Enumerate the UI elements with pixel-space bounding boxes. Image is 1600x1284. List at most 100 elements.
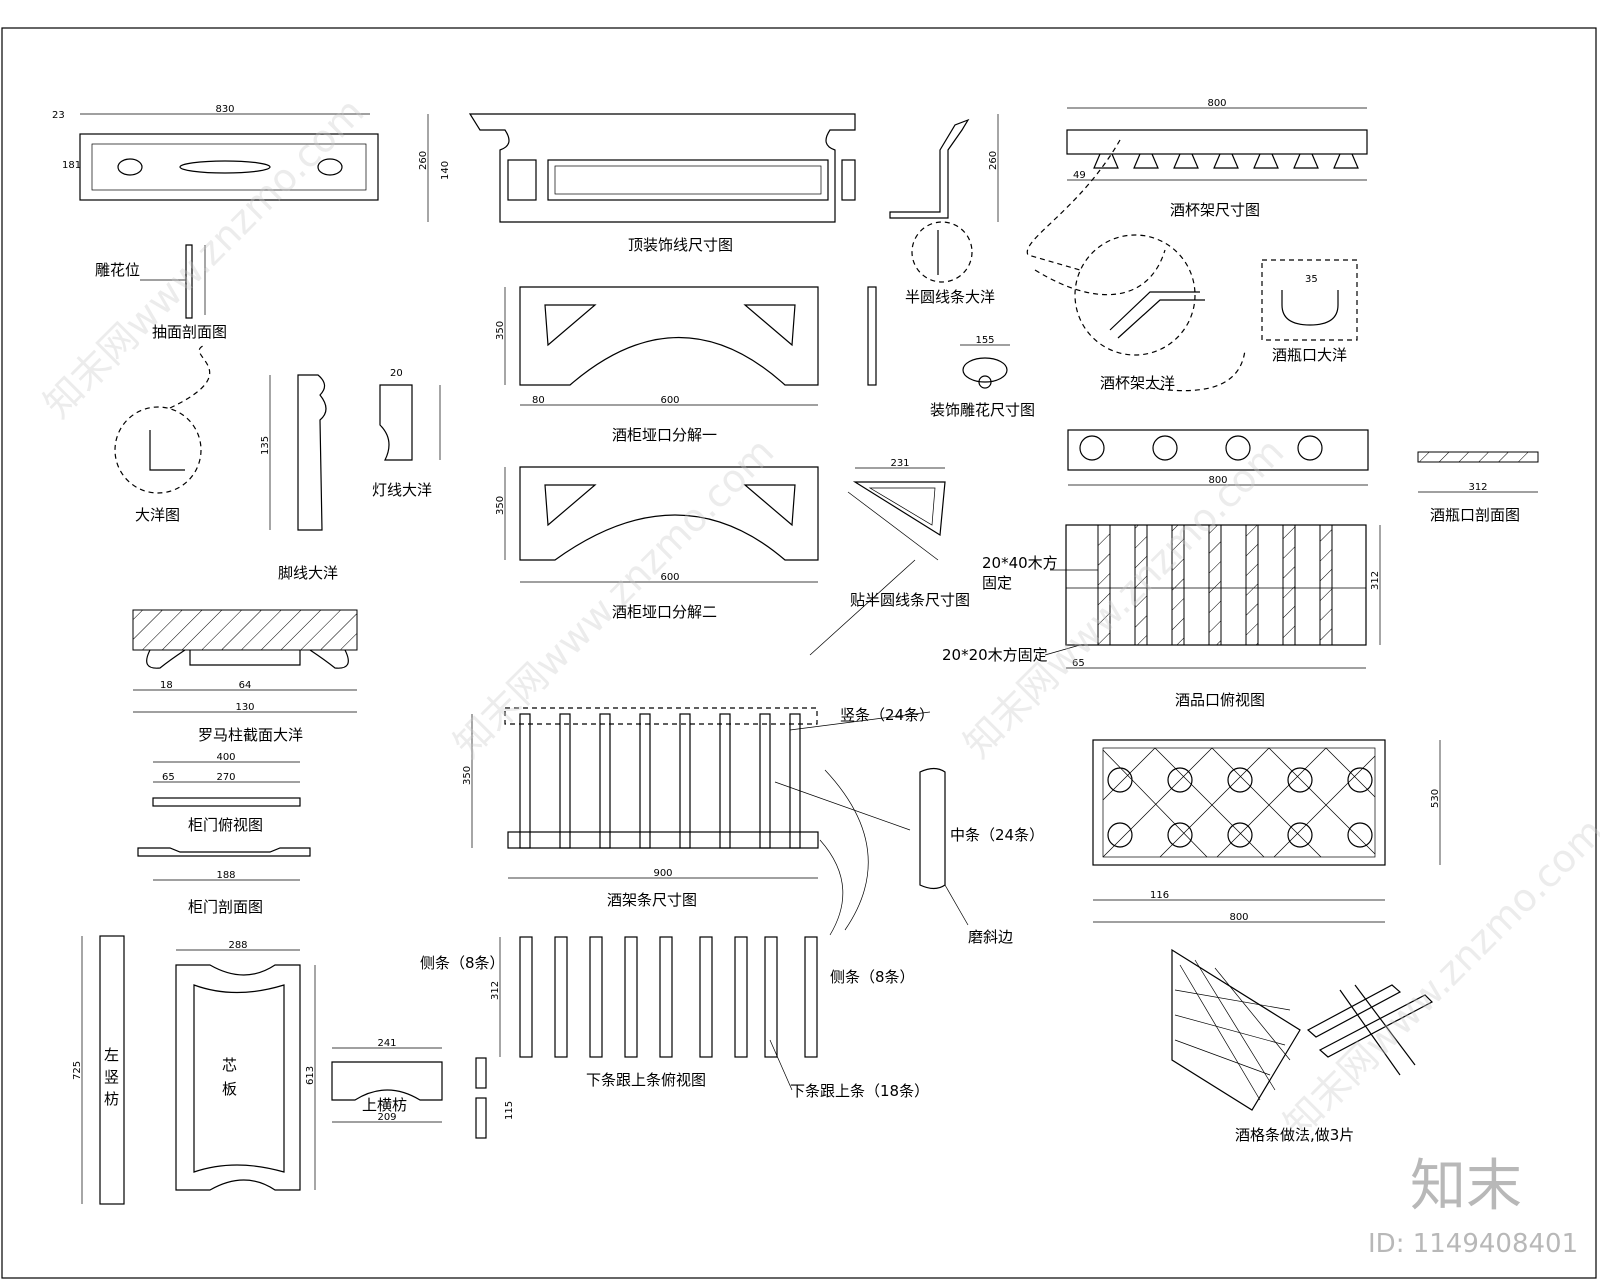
- door-section-drawing: 188 柜门剖面图: [137, 847, 311, 916]
- carving-position-label: 雕花位: [95, 261, 140, 279]
- dim-270: 270: [216, 772, 235, 783]
- watermark-2: 知末网www.znzmo.com: [445, 429, 782, 766]
- left-stile-char2: 竖: [104, 1068, 119, 1086]
- roman-column-drawing: 64 18 130 罗马柱截面大洋: [132, 609, 358, 744]
- dim-600a: 600: [660, 395, 679, 406]
- paste-half-round-drawing: 231 贴半圆线条尺寸图: [809, 458, 970, 656]
- top-rail-drawing: 241 209 上横枋 115: [331, 1038, 515, 1139]
- bottle-mouth-detail-title: 酒瓶口大洋: [1272, 346, 1347, 364]
- cup-rack-drawing: 800 49 酒杯架尺寸图 酒杯架大洋: [1026, 98, 1368, 392]
- connector-dash: [1034, 249, 1166, 296]
- dim-613: 613: [305, 1066, 316, 1085]
- core-panel-char1: 芯: [222, 1056, 237, 1074]
- dim-800a: 800: [1207, 98, 1226, 109]
- watermark-4: 知末网www.znzmo.com: [1275, 809, 1600, 1146]
- dim-350a: 350: [495, 321, 506, 340]
- dim-35: 35: [1305, 274, 1318, 285]
- light-line-drawing: 20 灯线大洋: [372, 368, 441, 499]
- top-rail-title: 上横枋: [362, 1096, 407, 1114]
- molding-profile-drawing: 260 半圆线条大洋: [889, 114, 999, 306]
- door-section-title: 柜门剖面图: [188, 898, 263, 916]
- dim-155: 155: [975, 335, 994, 346]
- lattice-bottle-holes: [1107, 767, 1373, 848]
- rack-strip-drawing: 350 900 酒架条尺寸图 竖条（24条）: [462, 706, 934, 936]
- skirting-title: 脚线大洋: [278, 564, 338, 582]
- dim-23: 23: [52, 110, 65, 121]
- dim-188: 188: [216, 870, 235, 881]
- middle-strip-label: 中条（24条）: [950, 826, 1044, 844]
- middle-strip-drawing: 中条（24条） 磨斜边: [919, 767, 1044, 946]
- dim-400: 400: [216, 752, 235, 763]
- arch-part1-title: 酒柜垭口分解一: [612, 426, 717, 444]
- top-molding-title: 顶装饰线尺寸图: [628, 236, 733, 254]
- deco-carving-drawing: 155 装饰雕花尺寸图: [930, 335, 1035, 419]
- lattice-method-grid: [1174, 959, 1291, 1101]
- core-panel-drawing: 613 288 芯 板: [175, 940, 316, 1191]
- drawer-face-drawing: 830 181 23: [52, 104, 379, 201]
- dim-350c: 350: [462, 766, 473, 785]
- dim-64: 64: [239, 680, 252, 691]
- lattice-rack-drawing: 530 116 800: [1092, 739, 1441, 923]
- half-round-title: 半圆线条大洋: [905, 288, 995, 306]
- arch-part2-drawing: 350 600 酒柜垭口分解二: [495, 466, 819, 621]
- left-stile-drawing: 725 左 竖 枋: [72, 935, 125, 1205]
- door-top-view-title: 柜门俯视图: [188, 816, 263, 834]
- top-molding-drawing: 260 140 顶装饰线尺寸图: [418, 113, 856, 254]
- brand-watermark: 知末: [1410, 1154, 1522, 1219]
- dim-900: 900: [653, 868, 672, 879]
- id-watermark: ID: 1149408401: [1368, 1229, 1578, 1259]
- deco-carving-title: 装饰雕花尺寸图: [930, 401, 1035, 419]
- light-line-title: 灯线大洋: [372, 481, 432, 499]
- dim-115: 115: [504, 1101, 515, 1120]
- dim-600b: 600: [660, 572, 679, 583]
- lower-upper-strips-drawing: 312 侧条（8条） 侧条（8条） 下条跟上条俯视图 下条跟上条（18条）: [420, 936, 929, 1100]
- dim-49a: 49: [1073, 170, 1086, 181]
- dim-135: 135: [260, 436, 271, 455]
- roman-column-title: 罗马柱截面大洋: [198, 726, 303, 744]
- wine-mouth-top-drawing: 312 20*40木方 固定 20*20木方固定 65 酒品口俯视图: [942, 524, 1381, 709]
- drawer-section-drawing: 雕花位 抽面剖面图: [95, 244, 227, 341]
- rack-vertical-bars: [519, 713, 801, 849]
- door-top-view-drawing: 400 270 65 柜门俯视图: [152, 752, 301, 834]
- lower-upper-top-title: 下条跟上条俯视图: [586, 1071, 706, 1089]
- sheet-border: [1, 27, 1597, 1279]
- dim-260b: 260: [988, 151, 999, 170]
- dim-116: 116: [1150, 890, 1169, 901]
- bottle-mouth-section-title: 酒瓶口剖面图: [1430, 506, 1520, 524]
- dim-65b: 65: [1072, 658, 1085, 669]
- dim-181: 181: [62, 160, 81, 171]
- dim-130: 130: [235, 702, 254, 713]
- arch-part1-drawing: 350 600 80 酒柜垭口分解一: [495, 286, 877, 444]
- watermark-3: 知末网www.znzmo.com: [955, 429, 1292, 766]
- cup-rack-slots: [1093, 153, 1359, 169]
- dim-80a: 80: [532, 395, 545, 406]
- left-stile-char3: 枋: [104, 1090, 119, 1108]
- dim-312c: 312: [490, 981, 501, 1000]
- wood-20-label: 20*20木方固定: [942, 646, 1048, 664]
- dim-725: 725: [72, 1061, 83, 1080]
- wine-mouth-top-title: 酒品口俯视图: [1175, 691, 1265, 709]
- dim-288: 288: [228, 940, 247, 951]
- cup-rack-size-title: 酒杯架尺寸图: [1170, 201, 1260, 219]
- cup-rack-detail-title: 酒杯架大洋: [1100, 374, 1175, 392]
- bottle-mouth-strip-drawing: 800 312 酒瓶口剖面图: [1067, 429, 1539, 524]
- dim-231: 231: [890, 458, 909, 469]
- dim-18a: 18: [160, 680, 173, 691]
- bevel-edge-label: 磨斜边: [968, 928, 1013, 946]
- rack-strip-title: 酒架条尺寸图: [607, 891, 697, 909]
- left-stile-char1: 左: [104, 1046, 119, 1064]
- lattice-diagonals: [1102, 747, 1376, 858]
- dim-350b: 350: [495, 496, 506, 515]
- side-strip-left-label: 侧条（8条）: [420, 954, 505, 972]
- core-panel-char2: 板: [222, 1080, 237, 1098]
- vertical-strip-label: 竖条（24条）: [840, 706, 934, 724]
- dim-241: 241: [377, 1038, 396, 1049]
- lattice-method-title: 酒格条做法,做3片: [1235, 1126, 1354, 1144]
- dim-65a: 65: [162, 772, 175, 783]
- dim-209: 209: [377, 1112, 396, 1123]
- drawer-section-title: 抽面剖面图: [152, 323, 227, 341]
- dim-140: 140: [440, 161, 451, 180]
- lattice-method-drawing: 酒格条做法,做3片: [1171, 948, 1433, 1144]
- arch-part2-title: 酒柜垭口分解二: [612, 603, 717, 621]
